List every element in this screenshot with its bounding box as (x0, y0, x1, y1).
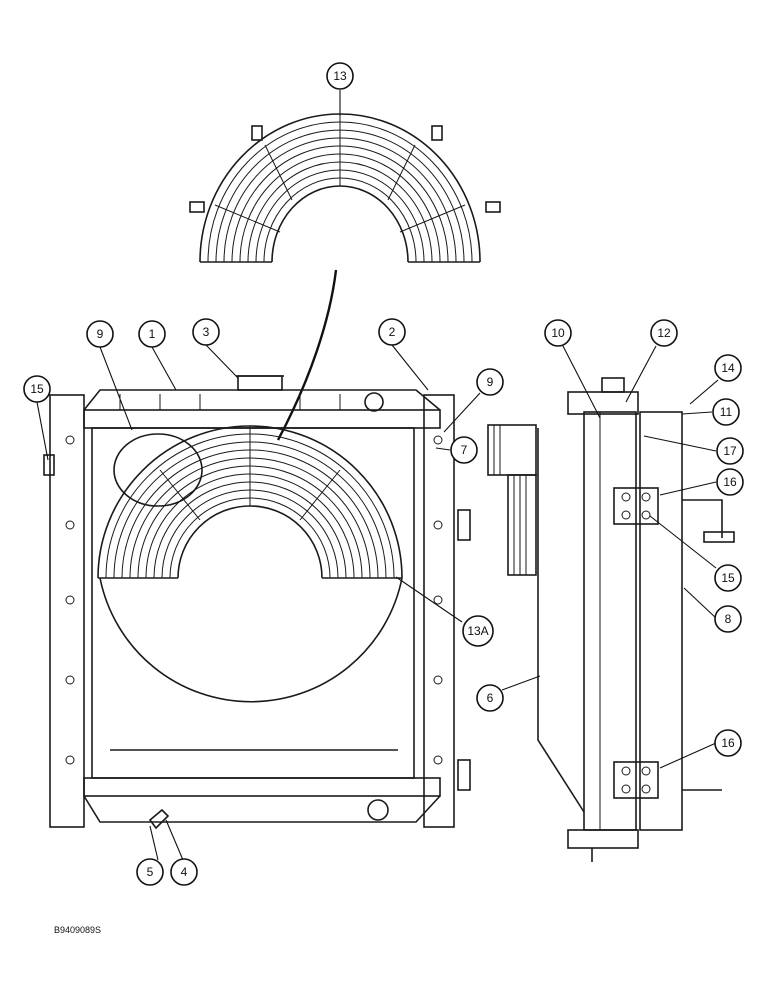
callout-label: 13A (467, 624, 488, 638)
callout-8: 8 (714, 605, 742, 633)
callout-label: 13 (333, 69, 347, 83)
callout-7: 7 (450, 436, 478, 464)
callout-14: 14 (714, 354, 742, 382)
callout-label: 10 (551, 326, 565, 340)
callout-16-top: 16 (716, 468, 744, 496)
callout-label: 7 (461, 443, 468, 457)
callout-label: 8 (725, 612, 732, 626)
callout-17: 17 (716, 437, 744, 465)
callout-label: 1 (149, 327, 156, 341)
callout-label: 16 (723, 475, 737, 489)
callout-label: 17 (723, 444, 737, 458)
callout-label: 15 (30, 382, 44, 396)
callout-label: 5 (147, 865, 154, 879)
callout-10: 10 (544, 319, 572, 347)
callout-label: 4 (181, 865, 188, 879)
callout-3: 3 (192, 318, 220, 346)
callout-label: 9 (97, 327, 104, 341)
callout-label: 3 (203, 325, 210, 339)
callout-2: 2 (378, 318, 406, 346)
callout-12: 12 (650, 319, 678, 347)
callout-label: 6 (487, 691, 494, 705)
callout-label: 12 (657, 326, 671, 340)
callout-4: 4 (170, 858, 198, 886)
callout-11: 11 (712, 398, 740, 426)
radiator-side-view (487, 377, 735, 862)
radiator-front-view (43, 375, 471, 830)
callout-16-bottom: 16 (714, 729, 742, 757)
callout-5: 5 (136, 858, 164, 886)
callout-label: 16 (721, 736, 735, 750)
callout-label: 14 (721, 361, 735, 375)
assembly-arrow (276, 269, 338, 441)
callout-9-left: 9 (86, 320, 114, 348)
leader-lines (36, 90, 719, 861)
callout-6: 6 (476, 684, 504, 712)
fan-shroud-detached (189, 113, 501, 263)
callout-15-left: 15 (23, 375, 51, 403)
callout-label: 15 (721, 571, 735, 585)
callout-9-right: 9 (476, 368, 504, 396)
callout-label: 11 (720, 405, 733, 419)
callout-13a: 13A (462, 615, 494, 647)
figure-code: B9409089S (54, 925, 101, 935)
callout-1: 1 (138, 320, 166, 348)
callout-15-right: 15 (714, 564, 742, 592)
callout-label: 2 (389, 325, 396, 339)
callout-label: 9 (487, 375, 494, 389)
callout-13-top: 13 (326, 62, 354, 90)
